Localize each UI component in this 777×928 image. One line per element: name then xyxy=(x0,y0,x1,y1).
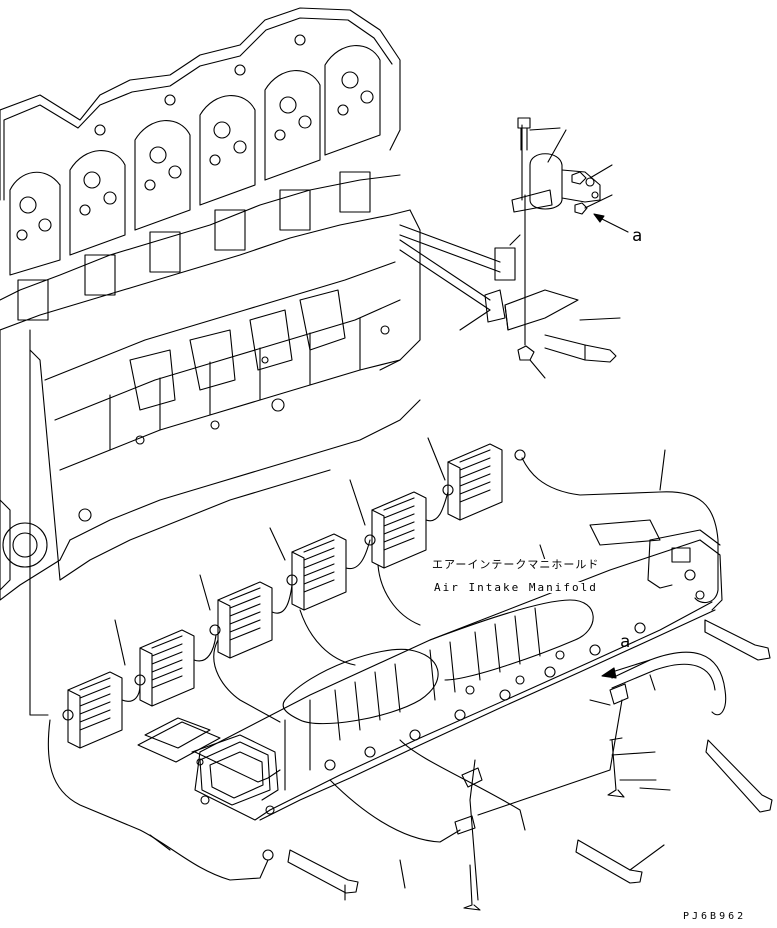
manifold-label-english: Air Intake Manifold xyxy=(434,581,598,594)
intake-heaters xyxy=(62,443,503,749)
view-reference-a-top: a xyxy=(632,226,643,246)
drawing-code: PJ6B962 xyxy=(683,911,747,922)
heater-2 xyxy=(134,629,195,707)
view-arrow-bottom xyxy=(601,659,651,679)
engine-block xyxy=(0,7,421,601)
callout-leaders xyxy=(114,437,666,706)
heater-3 xyxy=(209,581,273,659)
heater-4 xyxy=(286,533,347,611)
wiring-harness xyxy=(29,329,727,901)
view-reference-a-bottom: a xyxy=(620,632,631,652)
heater-relay-assembly xyxy=(399,117,629,379)
heater-6 xyxy=(442,443,503,521)
heater-5 xyxy=(364,491,427,569)
manifold-label-japanese: エアーインテークマニホールド xyxy=(432,558,600,571)
heater-1 xyxy=(62,671,123,749)
fasteners xyxy=(149,619,773,911)
intake-manifold xyxy=(137,519,723,821)
